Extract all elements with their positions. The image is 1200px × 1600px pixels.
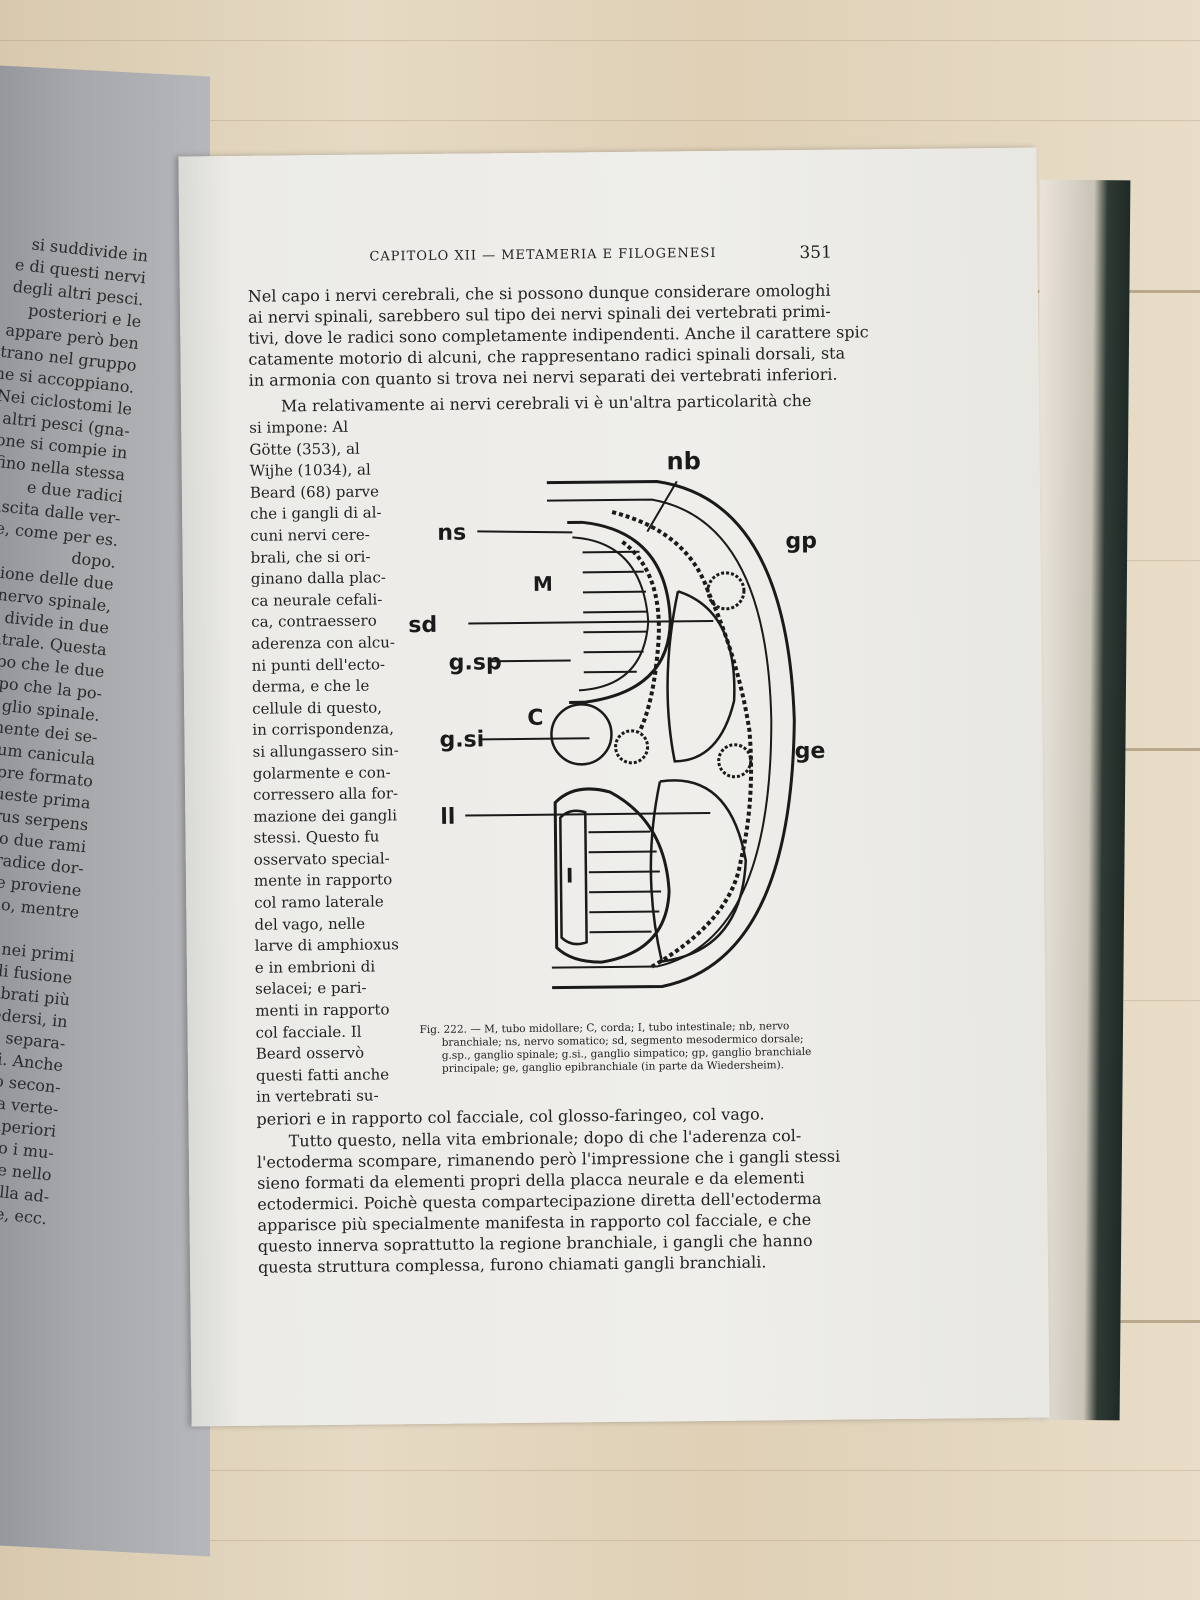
page-number: 351 xyxy=(799,242,832,264)
narrow-column-line: menti in rapporto xyxy=(255,1000,390,1020)
narrow-column-line: ca neurale cefali- xyxy=(250,590,383,610)
figure-caption: Fig. 222. — M, tubo midollare; C, corda;… xyxy=(419,1020,838,1076)
narrow-column-line: stessi. Questo fu xyxy=(253,827,380,848)
narrow-column-line: ni punti dell'ecto- xyxy=(251,654,386,675)
narrow-column-line: Götte (353), al xyxy=(249,439,360,459)
label-ge: ge xyxy=(795,739,826,764)
narrow-column-line: che i gangli di al- xyxy=(250,503,382,524)
label-gsi: g.si xyxy=(439,727,484,752)
wood-grain xyxy=(0,1470,1200,1471)
paragraph-2-intro: Ma relativamente ai nervi cerebrali vi è… xyxy=(280,390,812,416)
narrow-column-line: col facciale. Il xyxy=(255,1022,362,1042)
narrow-column-line: ca, contraessero xyxy=(251,611,377,632)
narrow-column-line: mazione dei gangli xyxy=(253,805,398,826)
label-C: C xyxy=(527,706,543,731)
narrow-column-line: in corrispondenza, xyxy=(252,719,395,740)
label-I: I xyxy=(566,863,574,887)
label-sd: sd xyxy=(408,613,437,638)
embryo-section-figure: nb ns gp M sd g.sp C g.si ge ll I xyxy=(408,447,826,990)
label-M: M xyxy=(533,572,553,596)
narrow-column-line: selacei; e pari- xyxy=(255,979,367,999)
narrow-column-line: mente in rapporto xyxy=(253,870,393,891)
narrow-column-line: aderenza con alcu- xyxy=(251,633,396,653)
narrow-column-line: questi fatti anche xyxy=(255,1065,390,1085)
right-page: CAPITOLO XII — METAMERIA E FILOGENESI 35… xyxy=(178,147,1050,1427)
narrow-column-line: larve di amphioxus xyxy=(254,935,400,956)
narrow-column-line: ginano dalla plac- xyxy=(250,568,387,588)
narrow-column-line: derma, e che le xyxy=(251,676,370,696)
narrow-column-line: in vertebrati su- xyxy=(256,1086,379,1107)
narrow-column-line: si impone: Al xyxy=(249,417,349,437)
running-header: CAPITOLO XII — METAMERIA E FILOGENESI xyxy=(369,245,717,265)
narrow-column-line: golarmente e con- xyxy=(252,762,391,783)
narrow-column-line: brali, che si ori- xyxy=(250,547,371,567)
label-ll: ll xyxy=(440,805,455,830)
narrow-column-line: si allungassero sin- xyxy=(252,741,399,761)
wood-grain xyxy=(0,1540,1200,1541)
narrow-column-line: Beard (68) parve xyxy=(249,482,379,502)
narrow-column-line: e in embrioni di xyxy=(254,957,376,977)
narrow-column-line: osservato special- xyxy=(253,849,390,869)
narrow-column-line: corressero alla for- xyxy=(252,784,399,804)
wood-grain xyxy=(0,120,1200,121)
label-nb: nb xyxy=(666,447,701,475)
label-gp: gp xyxy=(785,529,817,554)
label-ns: ns xyxy=(437,521,466,546)
narrow-column-line: cellule di questo, xyxy=(252,698,383,718)
label-gsp: g.sp xyxy=(449,650,502,676)
narrow-column-line: Wijhe (1034), al xyxy=(249,460,371,480)
narrow-column-line: del vago, nelle xyxy=(254,914,366,934)
narrow-column-line: col ramo laterale xyxy=(254,892,384,912)
wood-grain xyxy=(0,40,1200,41)
narrow-column-line: Beard osservò xyxy=(255,1043,365,1063)
narrow-column-line: cuni nervi cere- xyxy=(250,525,370,545)
paragraph-3: Tutto questo, nella vita embrionale; dop… xyxy=(257,1125,849,1278)
paragraph-1: Nel capo i nervi cerebrali, che si posso… xyxy=(248,280,869,391)
